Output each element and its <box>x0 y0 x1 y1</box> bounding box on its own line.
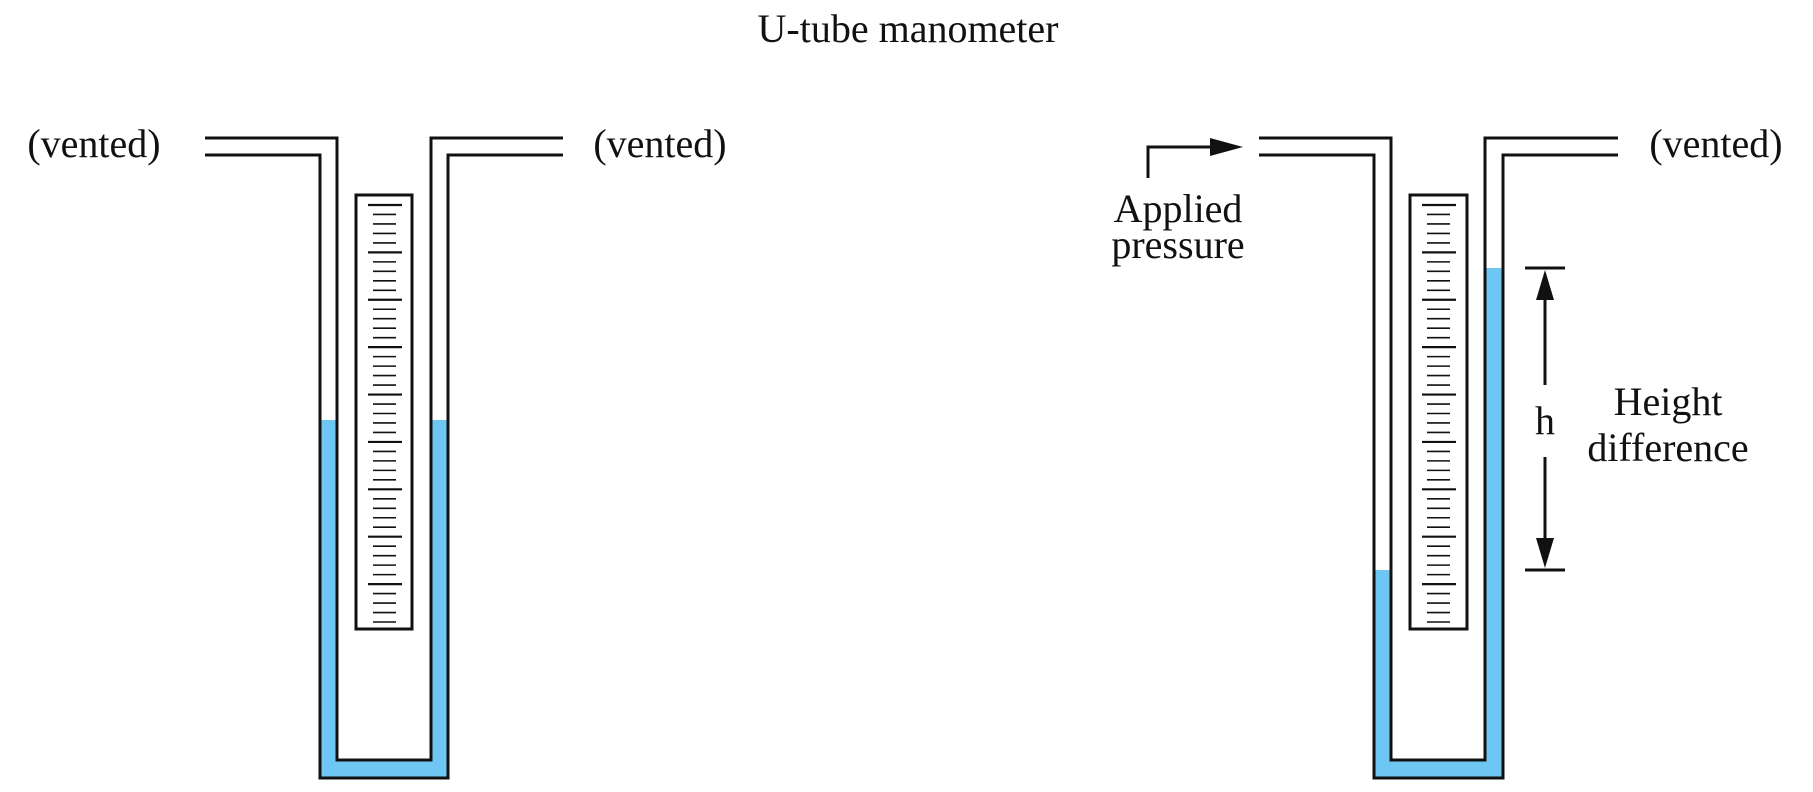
applied-pressure-label-line1: Applied <box>1114 186 1243 231</box>
right-manometer: Applied pressure (vented) h Height diffe… <box>1111 121 1783 780</box>
applied-pressure-arrowhead <box>1210 138 1243 156</box>
right-manometer-scale-ticks <box>1422 203 1456 623</box>
left-manometer-left-port-label: (vented) <box>27 121 160 166</box>
applied-pressure-arrow <box>1146 145 1215 178</box>
left-manometer: (vented) (vented) <box>27 121 727 780</box>
right-manometer-fluid-left-leg <box>1374 570 1391 777</box>
height-difference-dimension: h <box>1525 266 1565 572</box>
right-manometer-fluid-right-leg <box>1485 268 1503 777</box>
right-manometer-tube-outer <box>1259 153 1618 780</box>
diagram-title: U-tube manometer <box>758 6 1059 51</box>
applied-pressure-label-line2: pressure <box>1111 222 1244 267</box>
left-manometer-fluid-bottom <box>320 760 448 777</box>
height-difference-label-line2: difference <box>1587 425 1748 470</box>
height-difference-label-line1: Height <box>1614 379 1723 424</box>
right-manometer-tube-inner <box>1259 136 1618 762</box>
left-manometer-right-port-label: (vented) <box>593 121 726 166</box>
left-manometer-tube-inner <box>205 136 563 762</box>
left-manometer-scale <box>354 193 414 631</box>
left-manometer-tube-outer <box>205 153 563 780</box>
height-up-arrowhead <box>1536 270 1554 300</box>
left-manometer-fluid-right-leg <box>431 420 448 777</box>
height-symbol: h <box>1535 398 1555 443</box>
right-manometer-right-port-label: (vented) <box>1649 121 1782 166</box>
left-manometer-scale-ticks <box>368 203 402 623</box>
right-manometer-scale <box>1408 193 1469 631</box>
right-manometer-fluid-bottom <box>1374 760 1503 777</box>
left-manometer-fluid-left-leg <box>320 420 337 777</box>
height-down-arrowhead <box>1536 538 1554 568</box>
